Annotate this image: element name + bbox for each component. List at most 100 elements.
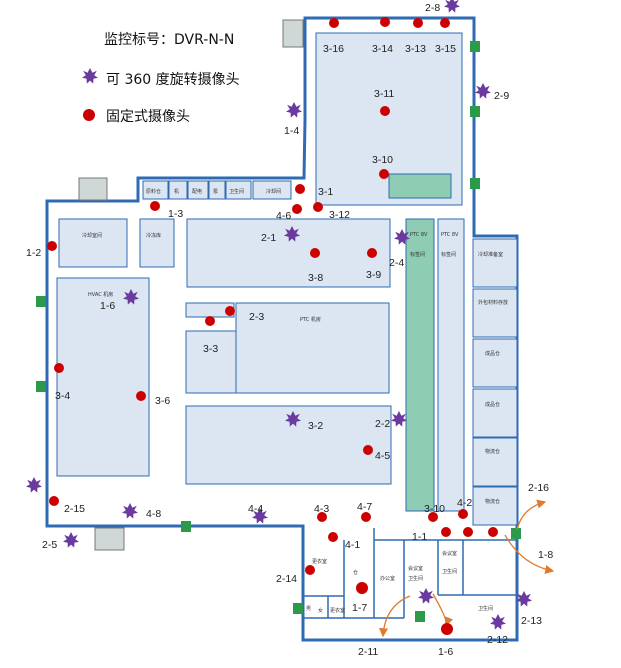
equipment-icon bbox=[78, 19, 304, 551]
room-label: 更衣室 bbox=[330, 607, 345, 614]
fixed-camera bbox=[363, 445, 373, 455]
camera-label: 4-4 bbox=[248, 503, 263, 515]
rotating-camera bbox=[63, 532, 79, 548]
fixed-camera bbox=[47, 241, 57, 251]
rotating-camera bbox=[286, 102, 302, 118]
room-label: PTC 8V bbox=[441, 232, 459, 238]
fixed-camera bbox=[361, 512, 371, 522]
room-label: PTC 8V bbox=[410, 232, 428, 238]
room-label: 标签间 bbox=[410, 251, 425, 258]
camera-label: 1-1 bbox=[412, 531, 427, 543]
rotating-camera bbox=[444, 0, 460, 13]
fixed-camera bbox=[310, 248, 320, 258]
fixed-camera bbox=[328, 532, 338, 542]
rotating-camera bbox=[391, 411, 407, 427]
camera-label: 4-2 bbox=[457, 497, 472, 509]
room-label: PTC 机房 bbox=[300, 316, 321, 323]
fixed-camera bbox=[440, 18, 450, 28]
camera-label: 2-5 bbox=[42, 539, 57, 551]
rotating-camera bbox=[418, 588, 434, 604]
fixed-camera bbox=[292, 204, 302, 214]
fixed-camera bbox=[295, 184, 305, 194]
camera-label: 2-2 bbox=[375, 418, 390, 430]
room-label: 卫生间 bbox=[229, 188, 244, 195]
camera-label: 3-12 bbox=[329, 209, 350, 221]
camera-label: 2-9 bbox=[494, 90, 509, 102]
annex-rooms bbox=[303, 528, 517, 619]
fixed-camera bbox=[225, 306, 235, 316]
camera-label: 4-7 bbox=[357, 501, 372, 513]
fixed-camera bbox=[367, 248, 377, 258]
camera-label: 4-1 bbox=[345, 539, 360, 551]
camera-label: 3-10 bbox=[372, 154, 393, 166]
fixed-camera bbox=[463, 527, 473, 537]
legend-fixed-icon bbox=[83, 109, 95, 121]
fixed-camera bbox=[458, 509, 468, 519]
fixed-camera bbox=[356, 582, 368, 594]
camera-label: 1-8 bbox=[538, 549, 553, 561]
camera-label: 2-8 bbox=[425, 2, 440, 14]
room-label: 更衣室 bbox=[312, 558, 327, 565]
camera-label: 3-13 bbox=[405, 43, 426, 55]
legend-rotating-icon bbox=[82, 68, 98, 84]
fixed-camera bbox=[205, 316, 215, 326]
room-label: 冷却间 bbox=[266, 188, 281, 195]
camera-label: 3-2 bbox=[308, 420, 323, 432]
room-label: 女 bbox=[318, 607, 323, 614]
camera-label: 4-5 bbox=[375, 450, 390, 462]
rotating-camera bbox=[475, 83, 491, 99]
fixed-camera bbox=[54, 363, 64, 373]
room-label: 泵 bbox=[213, 189, 218, 195]
fixed-camera bbox=[329, 18, 339, 28]
camera-label: 3-14 bbox=[372, 43, 393, 55]
camera-label: 4-8 bbox=[146, 508, 161, 520]
camera-label: 3-15 bbox=[435, 43, 456, 55]
fixed-cameras bbox=[47, 17, 498, 635]
room-label: HVAC 机房 bbox=[88, 291, 113, 298]
rooms bbox=[56, 32, 518, 526]
room-label: 物流仓 bbox=[485, 448, 500, 455]
room-label: 卫生间 bbox=[442, 568, 457, 575]
room-label: 会议室 bbox=[408, 565, 423, 572]
camera-label: 3-6 bbox=[155, 395, 170, 407]
room-label: 仓 bbox=[353, 569, 358, 576]
room-label: 标签间 bbox=[441, 251, 456, 258]
room-label: 办公室 bbox=[380, 575, 395, 582]
camera-label: 1-7 bbox=[352, 602, 367, 614]
exit-arrow bbox=[378, 499, 555, 638]
camera-label: 2-16 bbox=[528, 482, 549, 494]
camera-label: 3-9 bbox=[366, 269, 381, 281]
camera-label: 1-2 bbox=[26, 247, 41, 259]
room-label: 冷却室间 bbox=[82, 232, 102, 239]
room-label: 机 bbox=[174, 188, 179, 195]
fixed-camera bbox=[380, 106, 390, 116]
room-label: 配电 bbox=[192, 188, 202, 195]
camera-label: 3-10 bbox=[424, 503, 445, 515]
camera-label: 4-3 bbox=[314, 503, 329, 515]
camera-label: 3-8 bbox=[308, 272, 323, 284]
fixed-camera bbox=[441, 527, 451, 537]
fixed-camera bbox=[305, 565, 315, 575]
fixed-camera bbox=[49, 496, 59, 506]
camera-label: 1-3 bbox=[168, 208, 183, 220]
legend-title: 监控标号：DVR-N-N bbox=[104, 32, 235, 48]
room-label: 原料仓 bbox=[146, 188, 161, 195]
room-label: 男 bbox=[306, 606, 311, 612]
fixed-camera bbox=[136, 391, 146, 401]
fixed-camera bbox=[428, 512, 438, 522]
camera-label: 1-4 bbox=[284, 125, 299, 137]
camera-label: 3-11 bbox=[374, 88, 394, 100]
fixed-camera bbox=[317, 512, 327, 522]
camera-label: 2-12 bbox=[487, 634, 508, 646]
camera-label: 1-6 bbox=[438, 646, 453, 658]
room-label: 物流仓 bbox=[485, 498, 500, 505]
room-label: 卫生间 bbox=[408, 575, 423, 582]
rotating-camera bbox=[122, 503, 138, 519]
fixed-camera bbox=[313, 202, 323, 212]
rotating-camera bbox=[490, 614, 506, 630]
legend-rotating-label: 可 360 度旋转摄像头 bbox=[106, 72, 240, 88]
camera-label: 2-11 bbox=[358, 646, 378, 658]
camera-label: 1-6 bbox=[100, 300, 115, 312]
fixed-camera bbox=[379, 169, 389, 179]
fixed-camera bbox=[150, 201, 160, 211]
